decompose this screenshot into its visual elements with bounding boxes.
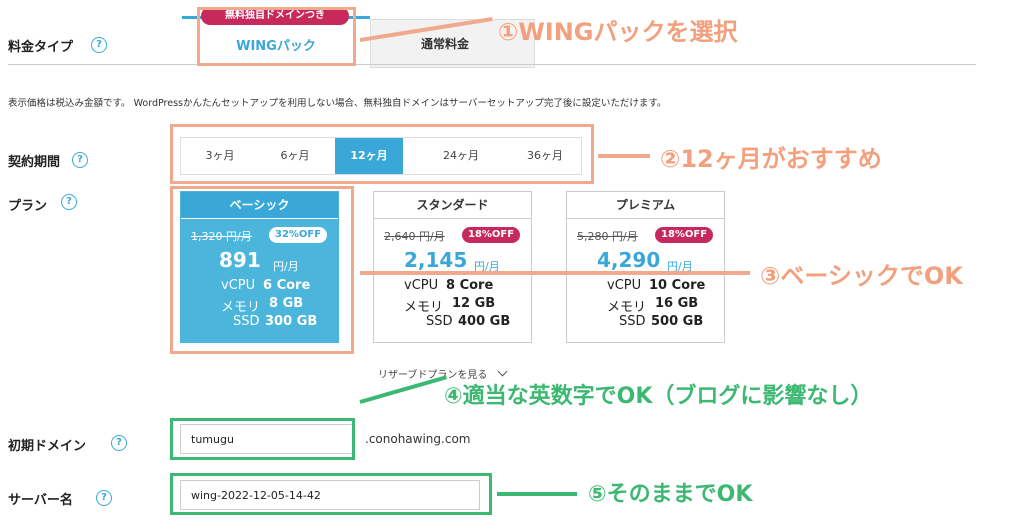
plan-old-price: 1,320 円/月 (191, 230, 252, 243)
plan-mem: 12 GB (452, 296, 496, 311)
plan-card-standard[interactable]: スタンダード 2,640 円/月 18%OFF 2,145 円/月 vCPU 8… (373, 191, 532, 343)
plan-mem-label: メモリ (607, 300, 647, 315)
highlight-wing-tab (197, 7, 356, 66)
plan-cpu-label: vCPU (221, 278, 256, 293)
plan-ssd: 400 GB (458, 314, 511, 329)
plan-cpu-label: vCPU (607, 278, 642, 293)
annotation-1: ①WINGパックを選択 (498, 18, 738, 46)
plan-cpu: 10 Core (649, 278, 706, 293)
plan-price: 2,145 (404, 248, 468, 272)
tab-normal-price-label: 通常料金 (421, 37, 470, 51)
arrow-5 (497, 492, 577, 496)
period-option-12[interactable]: 12ヶ月 (335, 138, 403, 174)
period-option-36[interactable]: 36ヶ月 (527, 149, 563, 162)
plan-cpu: 8 Core (446, 278, 494, 293)
plan-cpu: 6 Core (263, 278, 311, 293)
period-help-icon[interactable]: ? (72, 152, 88, 168)
plan-mem: 8 GB (269, 296, 304, 311)
highlight-domain (170, 418, 355, 460)
domain-label: 初期ドメイン (8, 439, 87, 454)
highlight-server-name (170, 473, 492, 515)
tab-normal-price[interactable]: 通常料金 (370, 19, 535, 68)
price-note: 表示価格は税込み金額です。 WordPressかんたんセットアップを利用しない場… (8, 98, 667, 109)
annotation-4: ④適当な英数字でOK（ブログに影響なし） (444, 384, 873, 409)
plan-help-icon[interactable]: ? (61, 194, 77, 210)
plan-price: 4,290 (597, 248, 661, 272)
free-domain-badge: 無料独自ドメインつき (201, 7, 349, 25)
period-option-3[interactable]: 3ヶ月 (205, 149, 235, 162)
annotation-3: ③ベーシックでOK (760, 262, 963, 290)
highlight-basic (170, 186, 354, 354)
period-option-6[interactable]: 6ヶ月 (280, 149, 310, 162)
server-name-input[interactable]: wing-2022-12-05-14-42 (180, 480, 480, 510)
plan-ssd: 500 GB (651, 314, 704, 329)
plan-old-price: 5,280 円/月 (577, 230, 638, 243)
plan-card-premium[interactable]: プレミアム 5,280 円/月 18%OFF 4,290 円/月 vCPU 10… (566, 191, 725, 343)
plan-ssd-label: SSD (426, 314, 453, 329)
arrow-2 (598, 154, 650, 158)
annotation-5: ⑤そのままでOK (588, 482, 753, 507)
plan-name: スタンダード (374, 192, 531, 219)
reserved-plan-label: リザーブドプランを見る (378, 370, 488, 381)
domain-help-icon[interactable]: ? (111, 435, 127, 451)
plan-name: ベーシック (181, 192, 338, 219)
plan-price-unit: 円/月 (474, 260, 500, 273)
server-name-label: サーバー名 (8, 493, 73, 508)
plan-ssd-label: SSD (233, 314, 260, 329)
plan-type-label: 料金タイプ (8, 40, 74, 55)
domain-suffix: .conohawing.com (365, 432, 471, 446)
discount-badge: 18%OFF (462, 227, 521, 243)
plan-mem: 16 GB (655, 296, 699, 311)
tab-wing-pack-label: WINGパック (236, 39, 316, 54)
plan-cpu-label: vCPU (404, 278, 439, 293)
plan-ssd-label: SSD (619, 314, 646, 329)
plan-mem-label: メモリ (404, 300, 444, 315)
reserved-plan-link[interactable]: リザーブドプランを見る (378, 366, 508, 381)
arrow-3 (360, 271, 750, 275)
highlight-period (170, 124, 594, 184)
period-label: 契約期間 (8, 155, 61, 170)
annotation-2: ②12ヶ月がおすすめ (660, 145, 882, 173)
plan-name: プレミアム (567, 192, 724, 219)
plan-price-unit: 円/月 (273, 260, 299, 273)
plan-ssd: 300 GB (265, 314, 318, 329)
chevron-down-icon (497, 366, 508, 377)
plan-card-basic[interactable]: ベーシック 1,320 円/月 32%OFF 891 円/月 vCPU 6 Co… (180, 191, 339, 343)
plan-mem-label: メモリ (221, 300, 261, 315)
period-option-24[interactable]: 24ヶ月 (443, 149, 479, 162)
discount-badge: 18%OFF (655, 227, 714, 243)
plan-label: プラン (8, 199, 48, 214)
plan-old-price: 2,640 円/月 (384, 230, 445, 243)
plan-price: 891 (219, 248, 261, 272)
domain-input[interactable]: tumugu (180, 424, 355, 454)
plan-price-unit: 円/月 (667, 260, 693, 273)
period-selector: 3ヶ月 6ヶ月 12ヶ月 24ヶ月 36ヶ月 (180, 137, 582, 175)
server-name-help-icon[interactable]: ? (96, 490, 112, 506)
tab-divider (8, 64, 976, 65)
plan-type-help-icon[interactable]: ? (91, 37, 107, 53)
discount-badge: 32%OFF (269, 227, 328, 243)
